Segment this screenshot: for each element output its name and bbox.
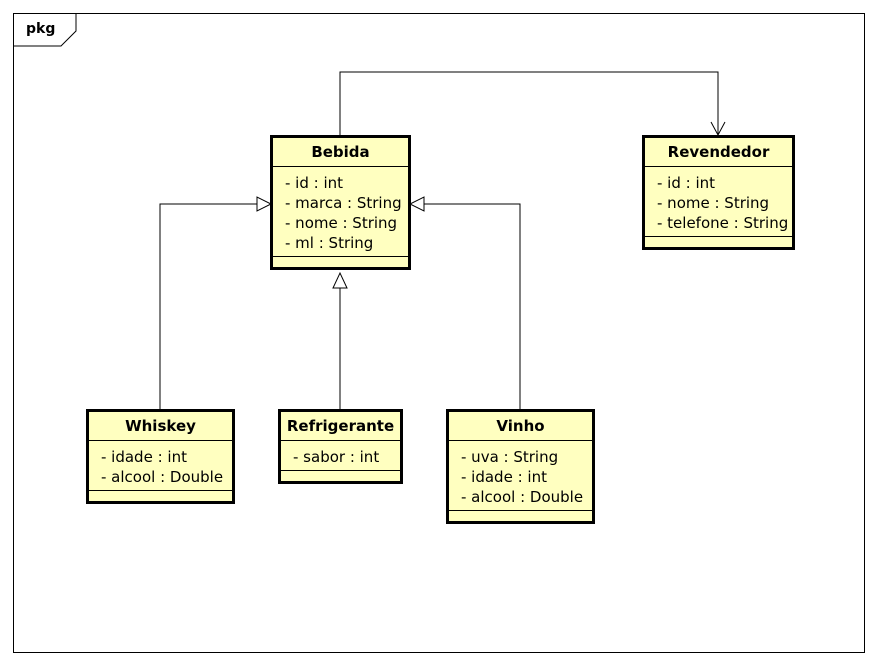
class-whiskey[interactable]: Whiskey - idade : int - alcool : Double bbox=[86, 409, 235, 504]
attribute: - id : int bbox=[285, 174, 344, 192]
attribute: - id : int bbox=[657, 174, 716, 192]
attribute: - idade : int bbox=[101, 448, 187, 466]
class-attributes: - idade : int - alcool : Double bbox=[89, 441, 232, 491]
attribute: - sabor : int bbox=[293, 448, 380, 466]
attribute: - uva : String bbox=[461, 448, 559, 466]
attribute: - alcool : Double bbox=[101, 468, 224, 486]
package-label: pkg bbox=[26, 21, 56, 37]
refrigerante-generalization-triangle bbox=[332, 271, 348, 289]
class-bebida[interactable]: Bebida - id : int - marca : String - nom… bbox=[270, 135, 411, 270]
attribute: - alcool : Double bbox=[461, 488, 584, 506]
class-name: Vinho bbox=[449, 412, 592, 441]
class-name: Refrigerante bbox=[281, 412, 400, 441]
class-operations bbox=[645, 237, 792, 247]
class-attributes: - id : int - nome : String - telefone : … bbox=[645, 167, 792, 237]
class-attributes: - sabor : int bbox=[281, 441, 400, 471]
class-operations bbox=[89, 491, 232, 501]
class-attributes: - uva : String - idade : int - alcool : … bbox=[449, 441, 592, 511]
class-attributes: - id : int - marca : String - nome : Str… bbox=[273, 167, 408, 257]
class-refrigerante[interactable]: Refrigerante - sabor : int bbox=[278, 409, 403, 484]
package-tab bbox=[13, 13, 77, 47]
class-revendedor[interactable]: Revendedor - id : int - nome : String - … bbox=[642, 135, 795, 250]
whiskey-generalization-line bbox=[159, 203, 257, 410]
attribute: - nome : String bbox=[285, 214, 398, 232]
vinho-generalization-triangle bbox=[408, 196, 425, 212]
whiskey-generalization-triangle bbox=[256, 196, 273, 212]
attribute: - idade : int bbox=[461, 468, 547, 486]
class-name: Bebida bbox=[273, 138, 408, 167]
class-vinho[interactable]: Vinho - uva : String - idade : int - alc… bbox=[446, 409, 595, 524]
class-operations bbox=[281, 471, 400, 481]
class-name: Revendedor bbox=[645, 138, 792, 167]
package-frame bbox=[13, 13, 865, 653]
class-name: Whiskey bbox=[89, 412, 232, 441]
attribute: - nome : String bbox=[657, 194, 770, 212]
attribute: - ml : String bbox=[285, 234, 374, 252]
attribute: - marca : String bbox=[285, 194, 402, 212]
class-operations bbox=[449, 511, 592, 521]
association-line bbox=[339, 71, 719, 136]
attribute: - telefone : String bbox=[657, 214, 789, 232]
vinho-generalization-line bbox=[424, 203, 521, 410]
class-operations bbox=[273, 257, 408, 267]
